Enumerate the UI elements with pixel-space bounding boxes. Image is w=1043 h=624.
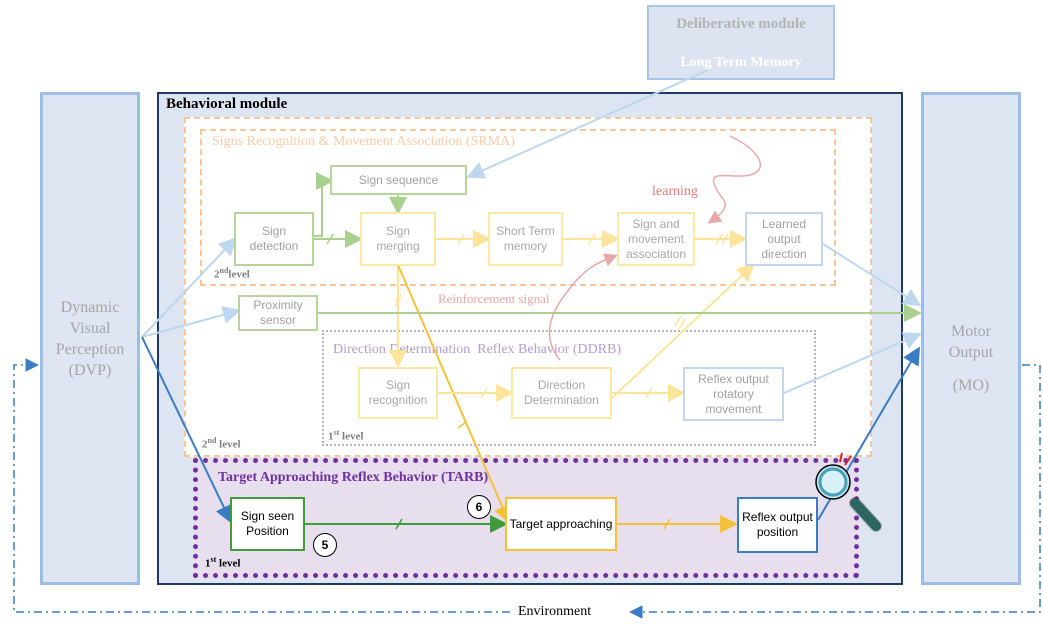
mo-line3: (MO) — [952, 377, 990, 394]
proximity-sensor-box: Proximity sensor — [238, 295, 318, 331]
level-2-bottom-num: 2 — [202, 438, 208, 451]
tarb-title: Target Approaching Reflex Behavior (TARB… — [218, 470, 489, 485]
srma-inner-frame — [200, 129, 836, 286]
level-2-bottom-word: level — [216, 438, 241, 451]
short-term-memory-box: Short Term memory — [488, 212, 563, 266]
dvp-line4: (DVP) — [68, 361, 112, 379]
reflex-output-rotatory-box: Reflex output rotatory movement — [683, 367, 784, 421]
dvp-line1: Dynamic — [60, 298, 120, 316]
ddrb-title: Direction Determination Reflex Behavior … — [333, 342, 622, 357]
reinforcement-signal-label: Reinforcement signal — [438, 291, 550, 306]
mo-line1: Motor — [951, 323, 991, 340]
target-approaching-box: Target approaching — [505, 497, 617, 551]
reflex-output-position-box: Reflex output position — [737, 497, 818, 553]
sign-merging-box: Sign merging — [360, 212, 436, 266]
environment-label: Environment — [518, 604, 592, 619]
direction-determination-box: Direction Determination — [511, 367, 612, 419]
dvp-panel: Dynamic Visual Perception (DVP) — [40, 92, 140, 585]
dvp-line2: Visual — [69, 319, 111, 337]
level-2-bottom-sup: nd — [207, 436, 217, 445]
level-2-top-word: level — [228, 268, 250, 281]
level-2-top-label: 2ndlevel — [214, 266, 250, 281]
level-1-tarb-num: 1 — [205, 557, 211, 570]
behavioral-module-title: Behavioral module — [166, 96, 288, 112]
mo-line2: Output — [948, 344, 994, 361]
level-2-bottom-label: 2nd level — [202, 436, 241, 451]
level-1-ddrb-sup: st — [333, 428, 340, 437]
sign-detection-box: Sign detection — [234, 212, 314, 266]
level-1-tarb-label: 1st level — [205, 555, 240, 570]
deliberative-module: Deliberative module Long Term Memory — [647, 5, 835, 80]
sign-recognition-box: Sign recognition — [358, 367, 438, 419]
learned-output-direction-box: Learned output direction — [745, 212, 823, 266]
dvp-line3: Perception — [55, 340, 125, 358]
level-1-ddrb-num: 1 — [328, 430, 334, 443]
step-badge-5: 5 — [313, 533, 337, 557]
deliberative-title: Deliberative module — [676, 16, 806, 32]
level-1-ddrb-word: level — [339, 430, 364, 443]
mo-panel: Motor Output (MO) — [921, 92, 1021, 585]
long-term-memory-label: Long Term Memory — [680, 55, 802, 70]
srma-title: Signs Recognition & Movement Association… — [212, 134, 515, 149]
sign-sequence-box: Sign sequence — [330, 165, 467, 195]
level-1-tarb-sup: st — [210, 555, 217, 564]
level-1-ddrb-label: 1st level — [328, 428, 363, 443]
level-2-top-sup: nd — [219, 266, 229, 275]
level-1-tarb-word: level — [216, 557, 241, 570]
ddrb-region — [322, 330, 816, 446]
level-2-top-num: 2 — [214, 268, 220, 281]
step-badge-6: 6 — [467, 495, 491, 519]
sign-seen-position-box: Sign seen Position — [230, 497, 305, 551]
sign-movement-association-box: Sign and movement association — [617, 212, 695, 266]
learning-label: learning — [652, 184, 698, 199]
